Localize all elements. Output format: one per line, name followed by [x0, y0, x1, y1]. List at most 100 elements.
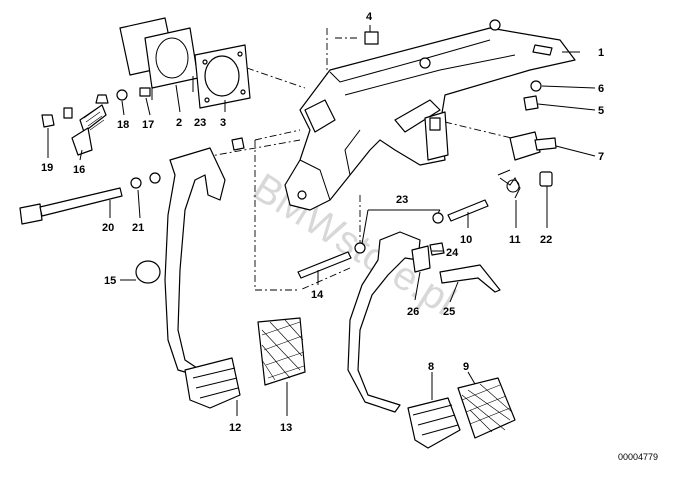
small-fasteners	[41, 87, 151, 156]
spring-seat	[71, 127, 93, 156]
pedal-lever-12	[164, 147, 226, 376]
assembly-line	[444, 121, 521, 141]
bracket-slot	[532, 44, 553, 56]
nut-19	[41, 114, 55, 128]
switch-plunger	[534, 137, 557, 151]
bolt-24	[429, 242, 445, 256]
leader-16	[79, 149, 83, 161]
pad-texture	[461, 383, 513, 433]
bracket-hole	[489, 19, 501, 31]
clip	[231, 137, 245, 151]
switch-group	[364, 31, 557, 199]
bolt-shaft-20	[39, 187, 123, 217]
pedal-rib	[412, 404, 459, 436]
bushing-22	[539, 171, 553, 187]
pedal-bracket	[284, 19, 576, 211]
bolt-17	[139, 87, 151, 97]
pedal-foot-8	[407, 397, 461, 449]
bracket-edge	[299, 159, 331, 201]
nut-18	[116, 89, 128, 101]
callout-25: 25	[443, 306, 455, 318]
callout-21: 21	[132, 222, 144, 234]
callout-4: 4	[366, 11, 373, 23]
bushing-23a	[354, 242, 366, 254]
callout-15: 15	[104, 275, 116, 287]
leader-17	[145, 97, 151, 116]
leader-25	[449, 281, 459, 303]
leader-7	[555, 145, 596, 157]
callout-16: 16	[73, 164, 85, 176]
pins	[297, 199, 501, 293]
leader-6	[541, 85, 596, 89]
callout-23-bottom: 23	[396, 194, 408, 206]
gasket-middle	[144, 27, 199, 89]
plate-hole	[204, 55, 240, 97]
nut-top	[95, 94, 109, 104]
bracket-hole	[419, 57, 431, 69]
callout-26: 26	[407, 306, 419, 318]
leader-9	[467, 371, 476, 385]
callout-7: 7	[598, 151, 604, 163]
callout-labels: 1 2 3 4 5 6 7 8 9 10 11 12 13 14 15 16 1…	[41, 11, 604, 434]
plate-bolt-hole	[240, 89, 246, 95]
bushing-23b	[432, 212, 444, 224]
callout-20: 20	[102, 222, 114, 234]
callout-14: 14	[311, 289, 324, 301]
callout-8: 8	[428, 361, 434, 373]
rod-25	[439, 264, 501, 293]
plate-bolt-hole	[204, 97, 210, 103]
bracket-edge	[344, 129, 361, 176]
assembly-lines	[204, 28, 521, 291]
pedal-arm-left	[164, 147, 306, 409]
cap-15	[135, 260, 161, 284]
bolt-head-20	[19, 203, 43, 225]
callout-3: 3	[220, 117, 226, 129]
spring-11-coil	[499, 177, 521, 199]
callout-24: 24	[446, 247, 459, 259]
leader-5	[537, 103, 596, 111]
plate-bolt-hole	[237, 51, 243, 57]
pedal-rib	[192, 367, 239, 399]
nut-4	[364, 31, 379, 45]
pad-texture	[261, 319, 305, 381]
leader-21	[137, 189, 141, 219]
leader-lines	[47, 25, 596, 416]
leader-18	[121, 100, 125, 116]
callout-1: 1	[598, 47, 604, 59]
plate-bolt-hole	[202, 59, 208, 65]
long-bolt-group	[19, 137, 245, 284]
bracket-plate	[394, 99, 441, 133]
leader-2	[175, 84, 181, 113]
gasket-set	[119, 17, 251, 109]
switch-body-7	[509, 131, 541, 161]
pedal-pad-13	[257, 317, 306, 386]
spring-11	[506, 179, 520, 193]
callout-6: 6	[598, 83, 604, 95]
assembly-line	[254, 140, 300, 291]
callout-12: 12	[229, 422, 241, 434]
assembly-line	[204, 139, 301, 158]
bracket-26	[411, 245, 431, 273]
spring-16	[79, 104, 107, 133]
bolt-5	[523, 95, 539, 111]
washer-21	[130, 177, 142, 189]
leader-23-bottom	[361, 209, 441, 245]
callout-9: 9	[463, 361, 469, 373]
bracket-edge	[344, 54, 516, 96]
assembly-line	[254, 129, 301, 141]
callout-11: 11	[509, 234, 521, 246]
callout-18: 18	[117, 119, 129, 131]
pedal-pad-9	[457, 377, 516, 439]
callout-17: 17	[142, 119, 154, 131]
callout-22: 22	[540, 234, 552, 246]
callout-5: 5	[598, 105, 604, 117]
gasket-hole	[155, 37, 189, 79]
pin-10	[447, 199, 489, 222]
spring-11-arm	[497, 169, 511, 176]
washer-6	[530, 80, 542, 92]
callout-2: 2	[176, 117, 182, 129]
callout-13: 13	[280, 422, 292, 434]
bolt-small	[63, 107, 73, 119]
